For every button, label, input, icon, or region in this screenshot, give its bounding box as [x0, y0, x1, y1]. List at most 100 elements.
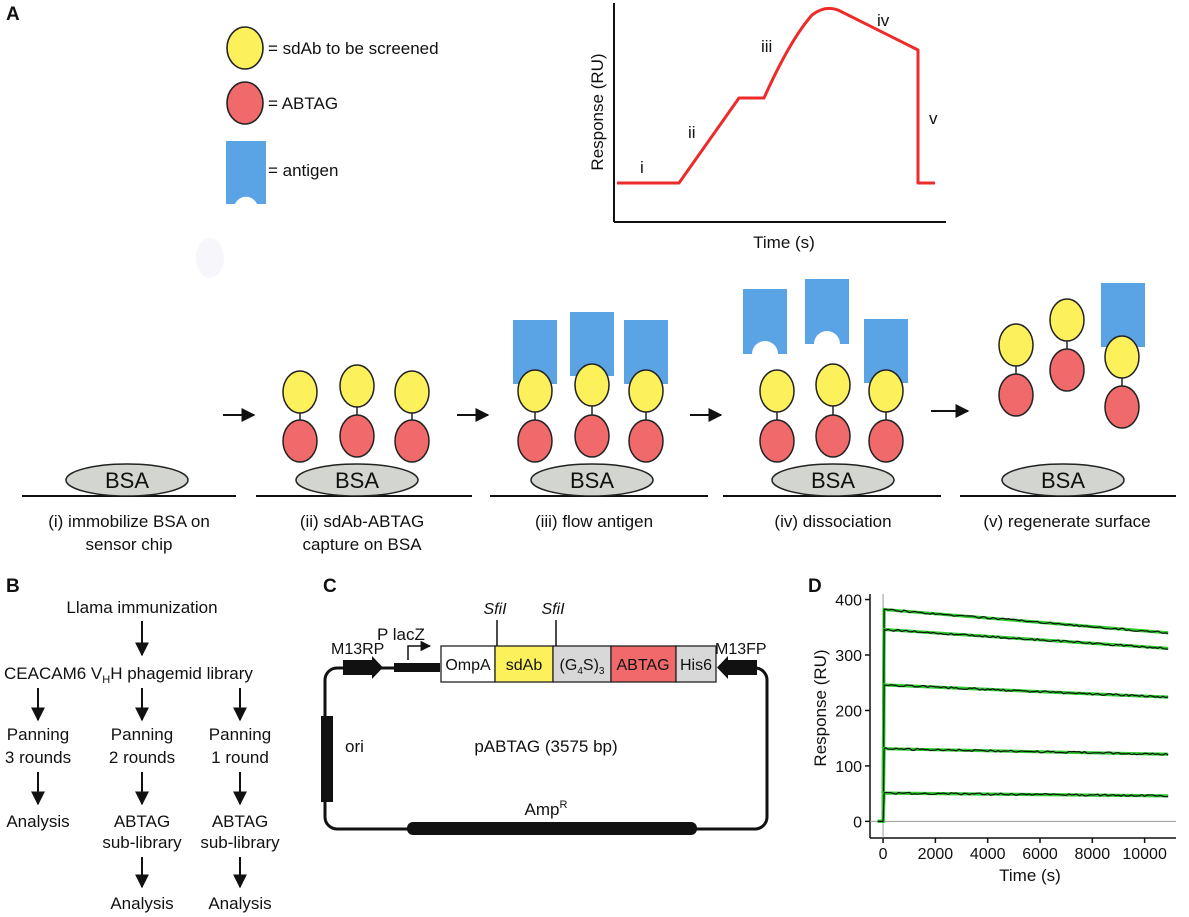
- abtag: [1049, 348, 1085, 392]
- col2-sublib-2: sub-library: [102, 833, 182, 852]
- step-2-caption-line1: (ii) sdAb-ABTAG: [300, 512, 424, 531]
- phase-label-i: i: [640, 158, 644, 177]
- bsa-ellipse: [295, 463, 419, 497]
- sdab: [815, 363, 851, 407]
- ori-block: [321, 716, 333, 802]
- bsa-ellipse: [771, 463, 895, 497]
- d-y-axis-label: Response (RU): [811, 649, 830, 766]
- sensorgram-y-label: Response (RU): [588, 53, 607, 170]
- step-2: BSA (ii) sdAb-ABTAG capture on BSA: [256, 364, 472, 554]
- antigen: [1101, 283, 1145, 347]
- sdab: [1049, 298, 1085, 342]
- sfi-site-1-label: SfiI: [483, 601, 507, 618]
- d-x-tick-label: 8000: [1075, 846, 1111, 863]
- plasmid-name: pABTAG (3575 bp): [474, 737, 617, 756]
- abtag: [574, 414, 610, 458]
- antigen: [513, 320, 557, 384]
- m13fp-primer: [717, 656, 757, 679]
- sdab: [759, 369, 795, 413]
- bsa-label: BSA: [811, 468, 855, 493]
- panel-b: B Llama immunization CEACAM6 VHH phagemi…: [4, 576, 280, 913]
- legend-antigen-label: = antigen: [268, 161, 338, 180]
- col3-rounds: 1 round: [211, 748, 269, 767]
- step-4-caption: (iv) dissociation: [774, 512, 891, 531]
- legend: = sdAb to be screened = ABTAG = antigen: [196, 26, 439, 278]
- sensorgram-x-label: Time (s): [753, 233, 815, 252]
- abtag: [998, 373, 1034, 417]
- sdab: [339, 364, 375, 408]
- abtag: [1104, 385, 1140, 429]
- d-series: [877, 607, 1169, 823]
- abtag: [815, 414, 851, 458]
- faint-ellipse: [196, 238, 224, 278]
- phase-label-iv: iv: [877, 11, 890, 30]
- sdab: [628, 369, 664, 413]
- sdab-box-label: sdAb: [506, 657, 543, 674]
- legend-abtag-label: = ABTAG: [268, 94, 338, 113]
- col2-sublib-1: ABTAG: [114, 812, 170, 831]
- sfi-site-2-label: SfiI: [541, 601, 565, 618]
- m13fp-label: M13FP: [715, 641, 767, 658]
- d-x-tick-label: 0: [879, 846, 888, 863]
- panel-c: C OmpA sdAb (G4S)3 ABTAG His6 SfiI SfiI …: [321, 576, 769, 835]
- col3-analysis: Analysis: [208, 894, 271, 913]
- bsa-ellipse: [65, 463, 189, 497]
- legend-abtag-swatch: [226, 81, 264, 125]
- col1-analysis: Analysis: [6, 812, 69, 831]
- abtag: [868, 419, 904, 463]
- step-1: BSA (i) immobilize BSA on sensor chip: [22, 463, 236, 554]
- d-x-tick-label: 4000: [970, 846, 1006, 863]
- d-x-tick-label: 6000: [1022, 846, 1058, 863]
- abtag-box: [610, 645, 677, 683]
- ompa-label: OmpA: [445, 657, 491, 674]
- legend-sdab-swatch: [226, 26, 264, 70]
- bsa-label: BSA: [335, 468, 379, 493]
- sensorgram: Response (RU) Time (s) i ii iii iv v: [588, 3, 946, 252]
- d-data-trace: [877, 747, 1169, 822]
- sdab: [394, 370, 430, 414]
- g4s-linker-box: [552, 645, 612, 683]
- antigen-dissociated: [743, 289, 787, 354]
- sdab: [1104, 335, 1140, 379]
- bsa-ellipse: [1001, 463, 1125, 497]
- phase-label-v: v: [929, 109, 938, 128]
- phase-label-ii: ii: [688, 123, 696, 142]
- panel-c-label: C: [323, 576, 337, 597]
- sdab: [282, 370, 318, 414]
- abtag: [394, 419, 430, 463]
- sdab: [517, 369, 553, 413]
- lacz-promoter-block: [394, 663, 440, 672]
- panel-d-label: D: [808, 576, 822, 597]
- legend-antigen-swatch: [226, 141, 266, 204]
- step-5: BSA (v) regenerate surface: [960, 283, 1176, 531]
- d-data-trace: [877, 608, 1169, 822]
- d-data-trace: [877, 684, 1169, 822]
- g4s-linker-label: (G4S)3: [560, 657, 605, 677]
- step-4: BSA (iv) dissociation: [723, 279, 941, 531]
- legend-sdab-label: = sdAb to be screened: [268, 39, 439, 58]
- step-1-caption-line2: sensor chip: [86, 535, 173, 554]
- sdab: [574, 363, 610, 407]
- step-3-caption: (iii) flow antigen: [535, 512, 653, 531]
- d-y-tick-label: 200: [835, 703, 862, 720]
- d-data-trace: [877, 628, 1169, 822]
- col1-rounds: 3 rounds: [5, 748, 71, 767]
- step-2-caption-line2: capture on BSA: [302, 535, 422, 554]
- sdab-box: [494, 645, 554, 683]
- abtag: [628, 419, 664, 463]
- library-label: CEACAM6 VHH phagemid library: [4, 664, 253, 686]
- abtag: [759, 419, 795, 463]
- d-x-tick-label: 10000: [1122, 846, 1167, 863]
- d-fit-line: [877, 747, 1169, 823]
- col2-panning: Panning: [111, 725, 173, 744]
- d-data-trace: [877, 791, 1169, 822]
- bsa-ellipse: [530, 463, 654, 497]
- sdab: [868, 369, 904, 413]
- d-y-tick-label: 100: [835, 759, 862, 776]
- col1-panning: Panning: [7, 725, 69, 744]
- bsa-label: BSA: [105, 468, 149, 493]
- plac-label: P lacZ: [377, 625, 425, 644]
